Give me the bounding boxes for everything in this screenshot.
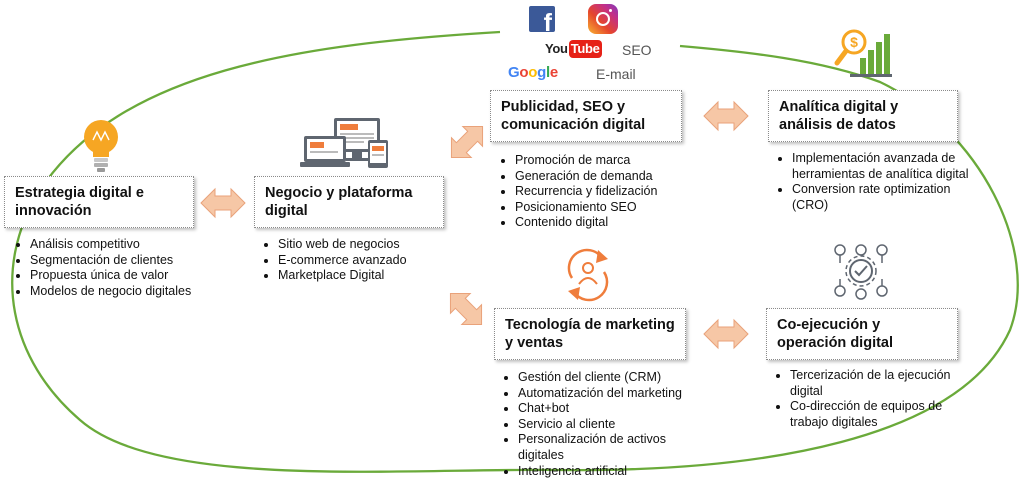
list-item: Inteligencia artificial: [518, 464, 708, 480]
google-letter: G: [508, 64, 519, 81]
list-item: Contenido digital: [515, 215, 715, 231]
box-estrategia-title: Estrategia digital e innovación: [15, 185, 144, 219]
google-letter: g: [537, 64, 546, 81]
box-coejecucion-title: Co-ejecución y operación digital: [777, 317, 893, 351]
team-gear-icon: [832, 243, 890, 301]
instagram-icon: [588, 4, 618, 34]
google-letter: e: [550, 64, 558, 81]
list-item: Recurrencia y fidelización: [515, 184, 715, 200]
list-item: Personalización de activos digitales: [518, 432, 708, 463]
seo-label: SEO: [622, 42, 652, 58]
email-label: E-mail: [596, 66, 636, 82]
list-analitica: Implementación avanzada de herramientas …: [774, 151, 982, 213]
arrow-estrategia-negocio: [201, 189, 245, 217]
devices-icon: [300, 116, 392, 172]
list-item: Modelos de negocio digitales: [30, 284, 220, 300]
arrow-negocio-publicidad: [442, 117, 493, 168]
list-item: Implementación avanzada de herramientas …: [792, 151, 982, 182]
arrow-publicidad-analitica: [704, 102, 748, 130]
list-item: Segmentación de clientes: [30, 253, 220, 269]
dollar-sign: $: [850, 34, 858, 50]
list-item: E-commerce avanzado: [278, 253, 468, 269]
box-analitica-title: Analítica digital y análisis de datos: [779, 99, 898, 133]
list-item: Automatización del marketing: [518, 386, 708, 402]
arrow-negocio-tecnologia: [441, 284, 492, 335]
analytics-chart-icon: $: [834, 28, 894, 80]
list-item: Co-dirección de equipos de trabajo digit…: [790, 399, 960, 430]
lightbulb-icon: [80, 118, 124, 176]
list-item: Servicio al cliente: [518, 417, 708, 433]
box-tecnologia: Tecnología de marketing y ventas: [494, 308, 686, 360]
list-tecnologia: Gestión del cliente (CRM) Automatización…: [500, 370, 708, 479]
list-negocio: Sitio web de negocios E-commerce avanzad…: [260, 237, 468, 284]
box-tecnologia-title: Tecnología de marketing y ventas: [505, 317, 675, 351]
facebook-icon: f: [529, 6, 555, 32]
person-cycle-icon: [562, 246, 614, 304]
list-item: Chat+bot: [518, 401, 708, 417]
box-negocio-title: Negocio y plataforma digital: [265, 185, 412, 219]
google-letter: o: [528, 64, 537, 81]
arrow-tecnologia-coejecucion: [704, 320, 748, 348]
list-item: Posicionamiento SEO: [515, 200, 715, 216]
list-estrategia: Análisis competitivo Segmentación de cli…: [12, 237, 220, 299]
box-publicidad: Publicidad, SEO y comunicación digital: [490, 90, 682, 142]
facebook-glyph: f: [544, 10, 552, 36]
google-logo: Google: [508, 64, 558, 81]
list-coejecucion: Tercerización de la ejecución digital Co…: [772, 368, 960, 430]
google-letter: o: [519, 64, 528, 81]
list-item: Promoción de marca: [515, 153, 715, 169]
list-item: Sitio web de negocios: [278, 237, 468, 253]
list-item: Gestión del cliente (CRM): [518, 370, 708, 386]
list-publicidad: Promoción de marca Generación de demanda…: [497, 153, 715, 231]
list-item: Conversion rate optimization (CRO): [792, 182, 982, 213]
list-item: Generación de demanda: [515, 169, 715, 185]
list-item: Tercerización de la ejecución digital: [790, 368, 960, 399]
box-coejecucion: Co-ejecución y operación digital: [766, 308, 958, 360]
box-estrategia: Estrategia digital e innovación: [4, 176, 194, 228]
box-negocio: Negocio y plataforma digital: [254, 176, 444, 228]
list-item: Marketplace Digital: [278, 268, 468, 284]
list-item: Análisis competitivo: [30, 237, 220, 253]
box-publicidad-title: Publicidad, SEO y comunicación digital: [501, 99, 645, 133]
box-analitica: Analítica digital y análisis de datos: [768, 90, 958, 142]
youtube-tube: Tube: [569, 40, 602, 58]
youtube-you: You: [545, 41, 568, 56]
list-item: Propuesta única de valor: [30, 268, 220, 284]
